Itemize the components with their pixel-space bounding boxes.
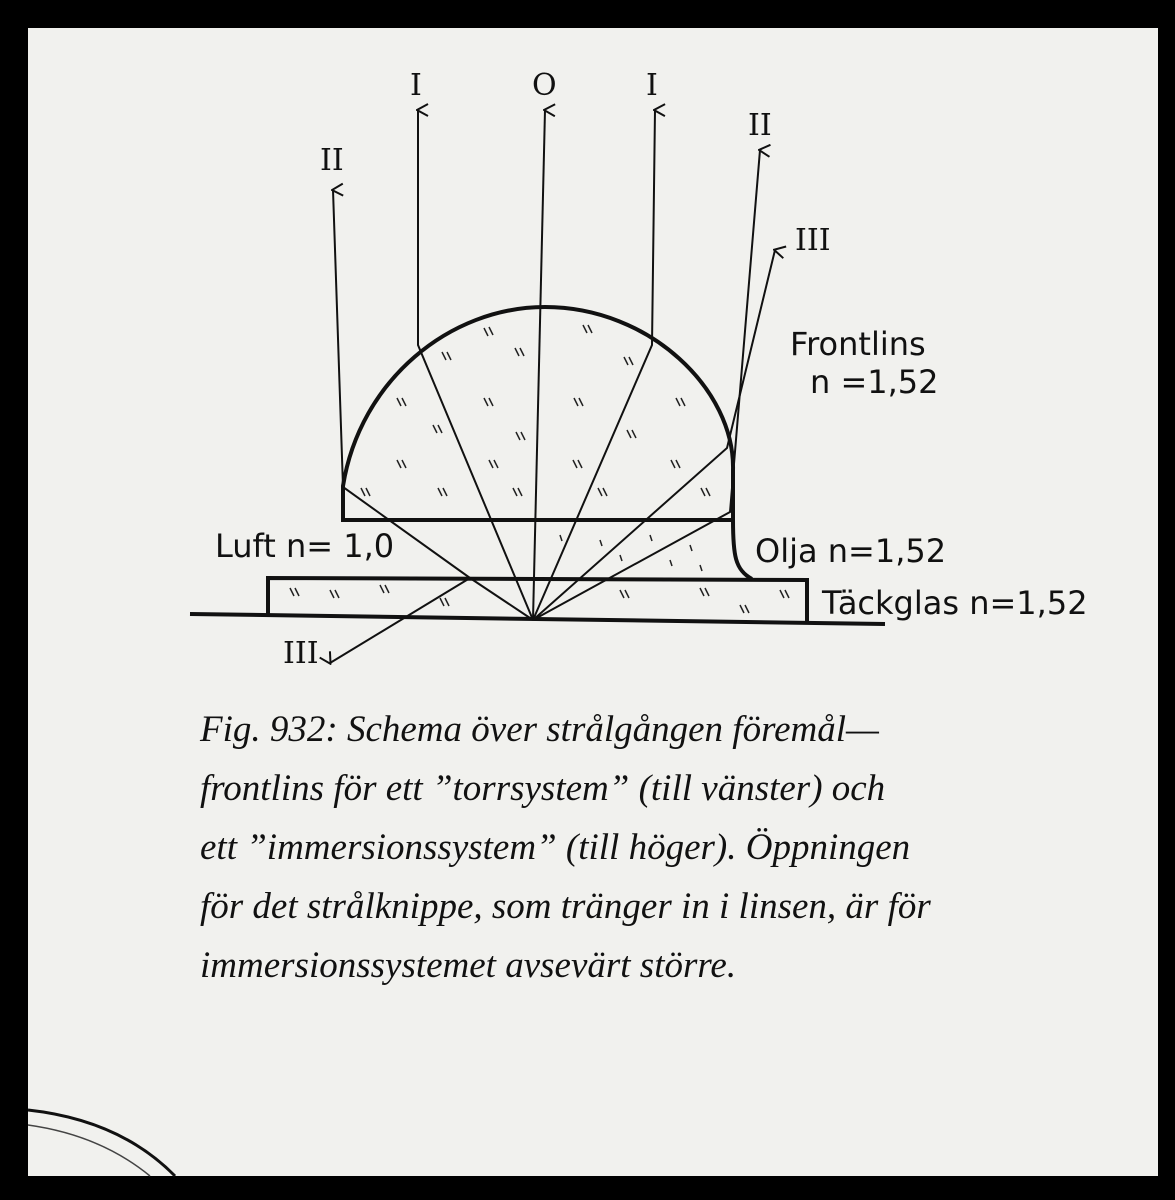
label-ray-I-left: I (410, 68, 422, 103)
label-ray-I-right: I (646, 68, 658, 103)
label-oil: Olja n=1,52 (755, 532, 946, 570)
front-lens (341, 304, 736, 522)
ray-II-left (333, 190, 534, 621)
label-ray-II-left: II (320, 143, 344, 178)
ray-II-right (532, 150, 760, 621)
label-ray-III-right: III (795, 223, 831, 258)
coverslip (266, 575, 809, 621)
ray-III-right (532, 250, 775, 621)
caption-line: för det strålknippe, som tränger in i li… (200, 886, 931, 927)
label-ray-II-right: II (748, 108, 772, 143)
figure-caption: Fig. 932: Schema över strålgången föremå… (200, 700, 1130, 995)
oil-drop (731, 519, 754, 581)
glass-hatching (289, 324, 790, 614)
label-ray-III-reflected: III (283, 636, 319, 671)
ray-I-right (532, 110, 655, 621)
corner-arc-inner (27, 1124, 151, 1177)
label-frontlins: Frontlins (790, 325, 926, 363)
caption-line: frontlins för ett ”torrsystem” (till vän… (200, 768, 886, 809)
corner-arc (27, 1108, 177, 1178)
ray-I-left (418, 110, 534, 621)
caption-line: Fig. 932: Schema över strålgången föremå… (200, 709, 879, 750)
label-air: Luft n= 1,0 (215, 527, 394, 565)
caption-line: ett ”immersionssystem” (till höger). Öpp… (200, 827, 911, 868)
label-ray-O: O (532, 68, 557, 103)
label-coverslip: Täckglas n=1,52 (821, 584, 1088, 622)
slide-surface-line (189, 612, 886, 626)
label-frontlins-index: n =1,52 (810, 363, 939, 401)
ray-O (532, 110, 545, 621)
ray-III-reflected (330, 577, 471, 663)
caption-line: immersionssystemet avsevärt större. (200, 945, 737, 986)
paper-background (28, 28, 1158, 1176)
